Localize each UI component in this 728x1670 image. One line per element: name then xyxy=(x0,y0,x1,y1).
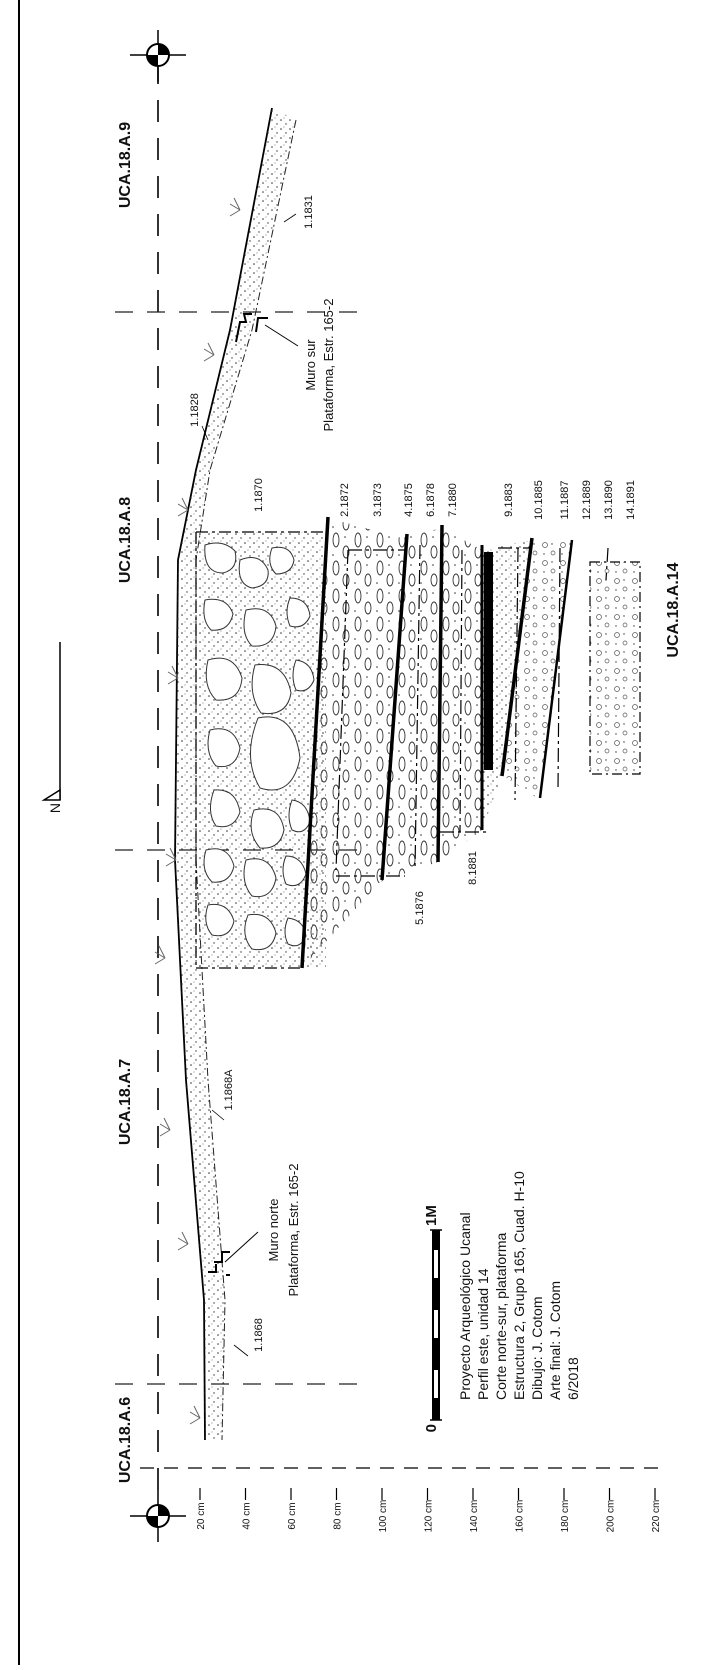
depth-label: 40 cm xyxy=(242,1502,253,1529)
lot-label: 1.1870 xyxy=(253,478,265,512)
depth-label: 220 cm xyxy=(651,1500,662,1533)
unit-label-a9: UCA.18.A.9 xyxy=(117,122,134,208)
unit-label-a7: UCA.18.A.7 xyxy=(117,1059,134,1145)
lot-label-column: 2.1872 3.1873 4.1875 6.1878 7.1880 9.1883 10.1… xyxy=(339,480,637,520)
depth-label: 100 cm xyxy=(378,1500,389,1533)
lot-label: 12.1889 xyxy=(581,480,593,520)
caption-line: Dibujo: J. Cotom xyxy=(529,1297,545,1400)
caption-line: Arte final: J. Cotom xyxy=(547,1281,563,1400)
depth-scale-labels: 20 cm 40 cm 60 cm 80 cm 100 cm 120 cm 140 cm 16… xyxy=(196,1488,662,1532)
muro-sur-label: Muro sur xyxy=(303,339,318,391)
lot-label: 1.1868A xyxy=(223,1069,235,1111)
small-rock-layer xyxy=(502,540,641,800)
depth-label: 120 cm xyxy=(424,1500,435,1533)
caption-line: Estructura 2, Grupo 165, Cuad. H-10 xyxy=(511,1171,527,1400)
stratum-dashed-lines xyxy=(335,544,609,877)
scale-bar: 0 1M xyxy=(423,1205,442,1432)
boulder-fill-layer xyxy=(195,531,326,969)
lot-label: 4.1875 xyxy=(403,483,415,517)
stratum-boundaries xyxy=(300,516,574,969)
lot-label: 8.1881 xyxy=(467,851,479,885)
lot-label: 7.1880 xyxy=(447,483,459,517)
lot-label: 14.1891 xyxy=(625,480,637,520)
lot-label: 2.1872 xyxy=(339,483,351,517)
muro-norte-sublabel: Plataforma, Estr. 165-2 xyxy=(286,1164,301,1297)
dense-layer xyxy=(482,540,532,830)
topsoil-base xyxy=(195,119,297,1441)
lot-label: 11.1887 xyxy=(559,481,571,520)
muro-sur-wall xyxy=(235,313,268,343)
lot-label: 5.1876 xyxy=(414,891,426,925)
unit-label-a14: UCA.18.A.14 xyxy=(665,562,682,657)
lot-label: 13.1890 xyxy=(603,480,615,520)
lot-label: 1.1828 xyxy=(189,393,201,427)
scale-start-label: 0 xyxy=(423,1424,440,1432)
scale-end-label: 1M xyxy=(423,1205,440,1226)
muro-sur-sublabel: Plataforma, Estr. 165-2 xyxy=(321,299,336,432)
north-label: N xyxy=(47,803,63,813)
unit-label-a6: UCA.18.A.6 xyxy=(117,1397,134,1483)
depth-label: 180 cm xyxy=(560,1500,571,1533)
datum-marker-icon xyxy=(130,30,186,82)
topsoil-layer xyxy=(175,108,296,1440)
lot-label: 10.1885 xyxy=(533,480,545,520)
depth-label: 60 cm xyxy=(287,1502,298,1529)
lot-label: 1.1831 xyxy=(303,195,315,229)
vegetation-icon xyxy=(154,197,241,1425)
caption-line: Proyecto Arqueológico Ucanal xyxy=(457,1212,473,1400)
muro-norte-wall xyxy=(208,1251,230,1276)
datum-marker-icon xyxy=(130,1490,186,1542)
depth-label: 200 cm xyxy=(606,1500,617,1533)
lot-label: 9.1883 xyxy=(503,483,515,517)
lot-label: 6.1878 xyxy=(425,483,437,517)
unit-label-a8: UCA.18.A.8 xyxy=(117,497,134,583)
depth-label: 160 cm xyxy=(515,1500,526,1533)
lot-label: 3.1873 xyxy=(372,483,384,517)
caption-line: 6/2018 xyxy=(565,1357,581,1400)
label-leaders xyxy=(201,213,297,1357)
north-arrow-icon: N xyxy=(41,642,63,813)
caption-line: Corte norte-sur, plataforma xyxy=(493,1232,509,1400)
depth-label: 80 cm xyxy=(333,1502,344,1529)
lot-label: 1.1868 xyxy=(253,1318,265,1352)
depth-label: 20 cm xyxy=(196,1502,207,1529)
caption-line: Perfil este, unidad 14 xyxy=(475,1268,491,1400)
muro-norte-label: Muro norte xyxy=(266,1199,281,1262)
oval-gravel-layer xyxy=(302,518,482,968)
depth-label: 140 cm xyxy=(469,1500,480,1533)
